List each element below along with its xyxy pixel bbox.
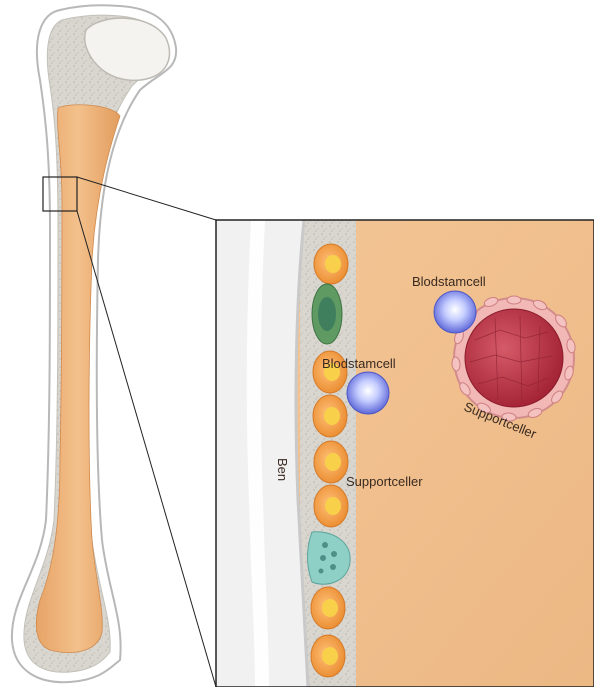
magnified-view: Ben Blodstamcell Blodstamcell Supportcel… — [216, 220, 594, 687]
label-blood-stem-cell-lower: Blodstamcell — [322, 356, 396, 371]
support-cell — [314, 485, 348, 527]
support-cell — [314, 441, 348, 483]
label-blood-stem-cell-upper: Blodstamcell — [412, 274, 486, 289]
whole-bone — [12, 5, 176, 682]
vessel-lumen — [465, 309, 563, 407]
green-lining-cell — [312, 284, 342, 344]
support-cell — [313, 395, 347, 437]
support-cell — [314, 244, 348, 284]
support-cell — [311, 635, 345, 677]
label-support-cells-lining: Supportceller — [346, 474, 423, 489]
blood-stem-cell-lower — [347, 372, 389, 414]
support-cell — [311, 587, 345, 629]
blood-stem-cell-upper — [434, 291, 476, 333]
cortical-bone-edge — [254, 220, 262, 687]
label-bone: Ben — [275, 458, 290, 481]
